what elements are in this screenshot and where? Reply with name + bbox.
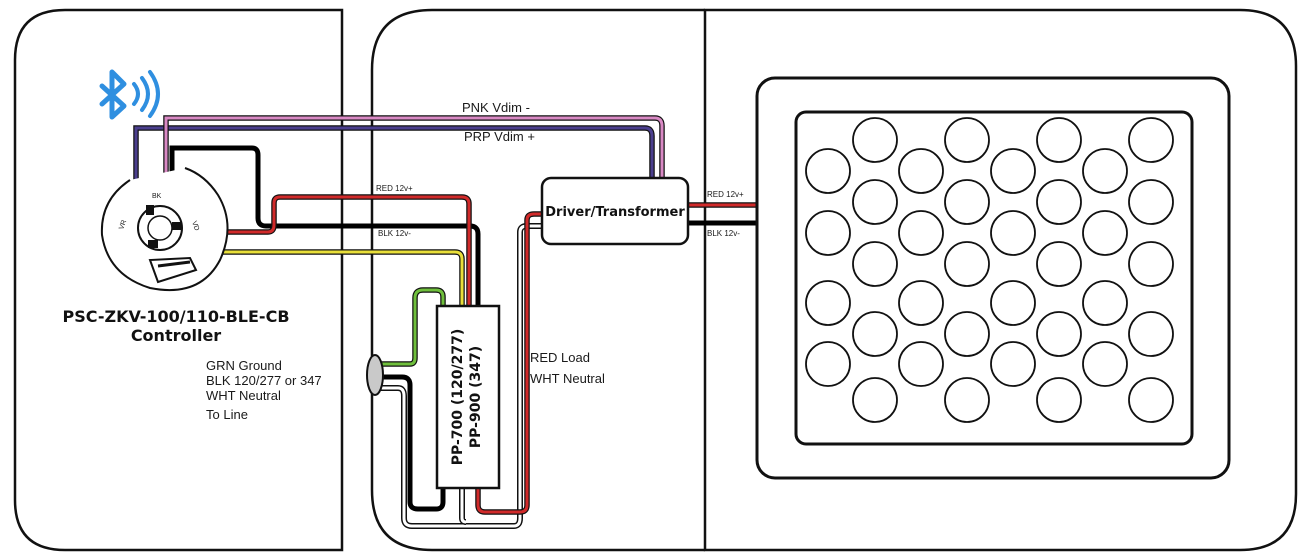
terminal-label-vr: VR — [118, 219, 128, 231]
controller-panel — [13, 8, 344, 552]
line-in-hot-label: BLK 120/277 or 347 — [206, 373, 322, 388]
led-emitter — [990, 210, 1036, 256]
led-emitter — [898, 280, 944, 326]
led-emitter — [1082, 210, 1128, 256]
terminal-label-bk: BK — [152, 193, 162, 200]
led-emitter — [1082, 341, 1128, 387]
led-emitter — [852, 117, 898, 163]
controller-model-label: PSC-ZKV-100/110-BLE-CB — [62, 307, 289, 326]
power-pack-model-1: PP-700 (120/277) — [450, 329, 466, 466]
led-emitter — [1036, 241, 1082, 287]
led-emitter — [990, 148, 1036, 194]
bluetooth-icon — [99, 69, 160, 120]
led-emitter — [898, 341, 944, 387]
led-emitter — [990, 280, 1036, 326]
led-emitter — [1082, 148, 1128, 194]
blk-out-wire-label: BLK 12v- — [707, 229, 740, 238]
power-pack-model-2: PP-900 (347) — [468, 346, 484, 448]
led-emitter — [852, 179, 898, 225]
black-12v-minus-wire — [169, 145, 481, 306]
led-emitter — [1128, 377, 1174, 423]
led-emitter — [944, 311, 990, 357]
led-emitter — [805, 148, 851, 194]
led-emitter — [852, 377, 898, 423]
red-out-wire-label: RED 12v+ — [707, 190, 744, 199]
green-ground-wire — [380, 287, 446, 367]
controller-knob: BK VR VD — [100, 167, 229, 292]
led-emitter — [944, 377, 990, 423]
driver-label: Driver/Transformer — [545, 205, 685, 220]
led-emitter — [852, 311, 898, 357]
load-red-label: RED Load — [530, 350, 590, 365]
led-emitter — [1036, 311, 1082, 357]
black-line-wire — [378, 374, 446, 512]
controller-name-label: Controller — [131, 326, 221, 345]
led-emitter — [944, 241, 990, 287]
led-emitter — [898, 148, 944, 194]
led-emitter — [805, 341, 851, 387]
led-emitter — [1036, 179, 1082, 225]
led-emitter — [1128, 117, 1174, 163]
led-emitter — [1128, 179, 1174, 225]
blk-in-wire-label: BLK 12v- — [378, 229, 411, 238]
power-pack-box — [435, 304, 501, 490]
led-array — [805, 117, 1174, 423]
led-emitter — [898, 210, 944, 256]
line-in-ground-label: GRN Ground — [206, 358, 282, 373]
line-in-to-line-label: To Line — [206, 407, 248, 422]
led-emitter — [852, 241, 898, 287]
red-in-wire-label: RED 12v+ — [376, 184, 413, 193]
terminal-label-vd: VD — [190, 220, 200, 232]
led-emitter — [1036, 377, 1082, 423]
line-in-neutral-label: WHT Neutral — [206, 388, 281, 403]
led-emitter — [1082, 280, 1128, 326]
junction-panel — [370, 8, 705, 552]
driver-box — [540, 176, 690, 246]
load-neutral-label: WHT Neutral — [530, 371, 605, 386]
led-emitter — [990, 341, 1036, 387]
led-emitter — [1036, 117, 1082, 163]
led-emitter — [944, 179, 990, 225]
led-emitter — [805, 210, 851, 256]
prp-wire-label: PRP Vdim + — [464, 129, 535, 144]
pnk-wire-label: PNK Vdim - — [462, 100, 530, 115]
led-emitter — [1128, 311, 1174, 357]
led-emitter — [805, 280, 851, 326]
wire-gland — [366, 354, 384, 396]
fixture-panel — [703, 8, 1298, 552]
led-emitter — [1128, 241, 1174, 287]
led-emitter — [944, 117, 990, 163]
